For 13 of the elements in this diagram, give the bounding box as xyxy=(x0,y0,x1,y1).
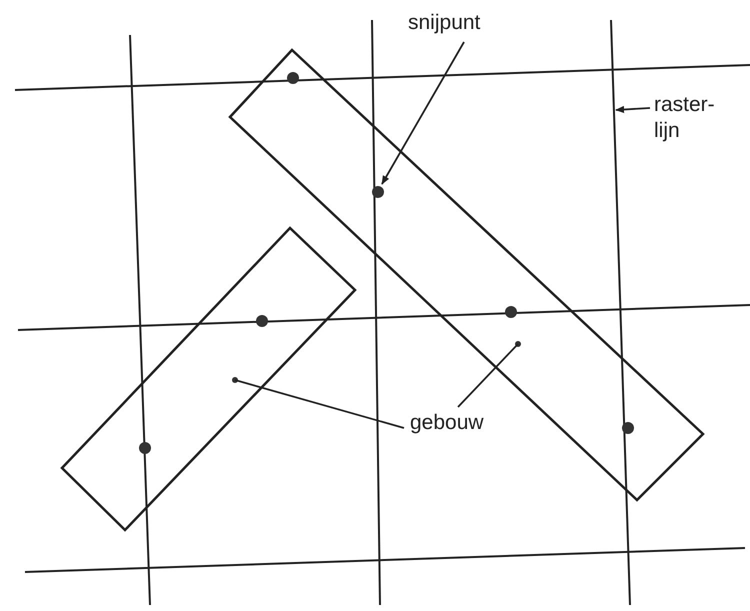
leader-line xyxy=(457,343,519,408)
intersection-dot xyxy=(505,306,517,318)
arrow xyxy=(381,42,465,185)
intersection-dot xyxy=(287,72,299,84)
leader-line xyxy=(234,379,404,429)
intersection-dot xyxy=(256,315,268,327)
intersection-dot xyxy=(372,186,384,198)
intersection-dot xyxy=(139,442,151,454)
callout-label: snijpunt xyxy=(408,10,518,36)
callout-label: raster- lijn xyxy=(654,92,724,144)
intersection-dot xyxy=(622,422,634,434)
arrow xyxy=(615,106,650,114)
callout-label: gebouw xyxy=(410,410,500,436)
